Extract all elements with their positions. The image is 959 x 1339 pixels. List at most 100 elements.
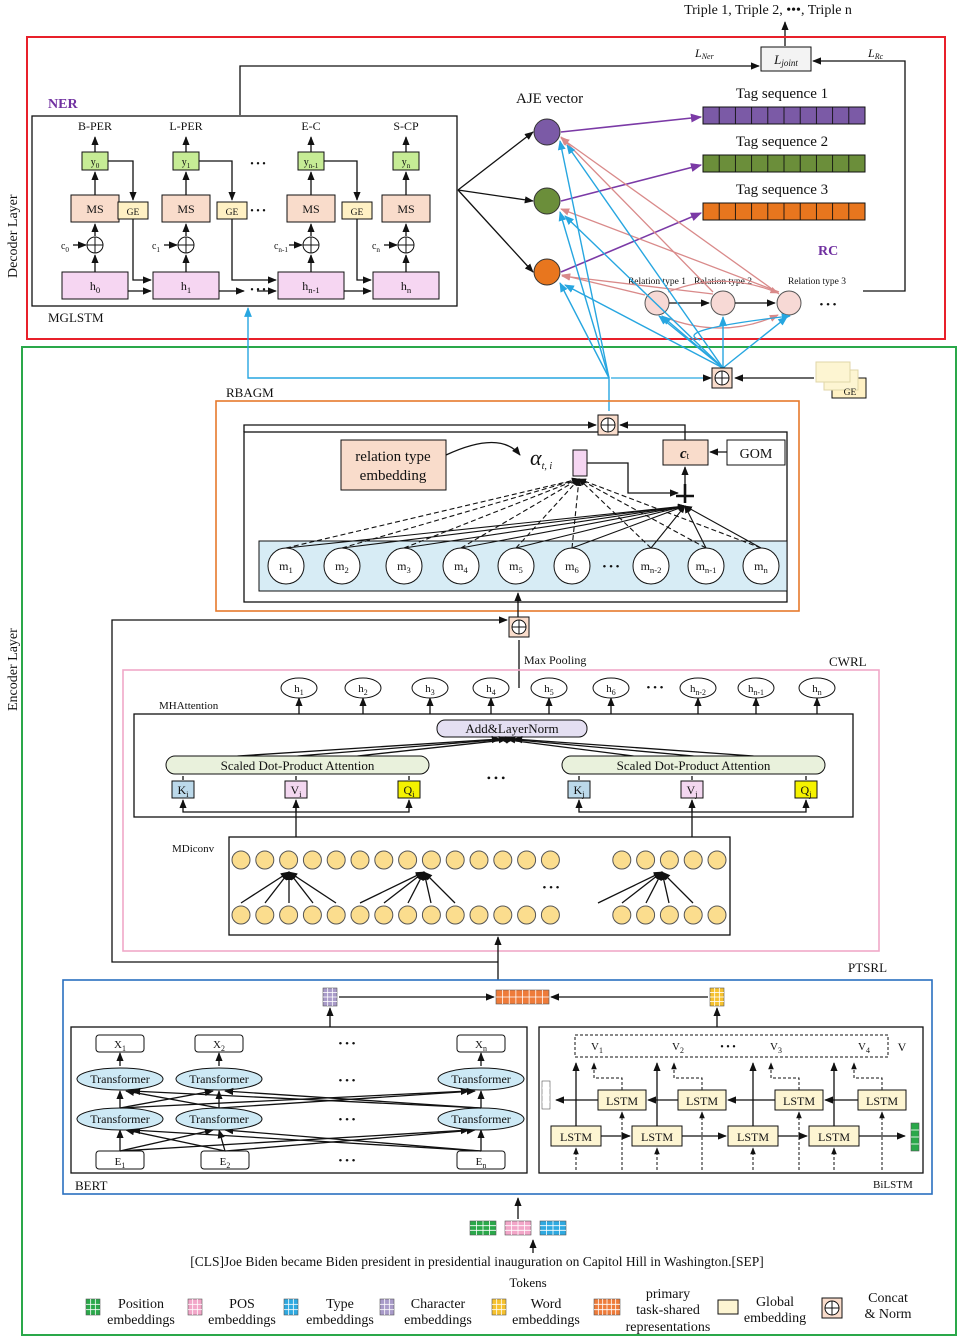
m-label-1-sub: 2 (345, 565, 349, 575)
h-label-1-sub: 1 (187, 285, 191, 295)
kvq-box-left-2 (397, 780, 421, 799)
v-label-3-sub: 4 (866, 1046, 870, 1055)
x-label-1: X2 (213, 1039, 225, 1053)
m-label-4: m5 (509, 559, 523, 575)
y-label-1: y1 (182, 157, 191, 170)
diconv-bottom-node-9 (445, 905, 465, 925)
c-label-0: c0 (61, 241, 69, 254)
legend-label-7-l1: Concat (868, 1291, 908, 1306)
c-label-1-sub: 1 (156, 246, 160, 254)
h-out-label-0-base: h (294, 683, 300, 695)
x-label-2-base: X (475, 1039, 483, 1051)
ge-label-2: GE (351, 208, 364, 218)
legend-icon-0-bg (85, 1298, 101, 1316)
max-pooling-label: Max Pooling (524, 653, 586, 667)
bert-ellipsis-t1: • • • (338, 1075, 355, 1087)
m-to-alpha-dashed-5 (571, 478, 582, 549)
legend-label-0-l2: embeddings (107, 1313, 175, 1328)
e-label-0-sub: 1 (121, 1161, 125, 1170)
y-label-3-sub: n (407, 162, 411, 170)
transformer-upper-label-0: Transformer (90, 1072, 150, 1086)
diconv-top-node-12 (517, 850, 537, 870)
x-label-1-sub: 2 (221, 1044, 225, 1053)
alpha-label: αt, i (530, 445, 552, 472)
h-out-label-4-base: h (544, 683, 550, 695)
x-box-1 (194, 1034, 244, 1053)
ms-label-2: MS (302, 202, 319, 216)
add-layernorm-label: Add&LayerNorm (465, 721, 558, 736)
diconv-bottom-node-2 (279, 905, 299, 925)
kvq-label-left-1-sub: i (299, 789, 302, 799)
diconv-top-node-7 (398, 850, 418, 870)
diconv-top-node-4 (326, 850, 346, 870)
kvq-label-right-2: Qj (800, 783, 811, 799)
y-label-2: yn-1 (304, 157, 319, 170)
h-out-label-7-base: h (748, 683, 754, 695)
e-to-transformer-0-2 (119, 1126, 470, 1152)
rbagm-label: RBAGM (226, 385, 274, 400)
relation-type-embedding-line1: relation type (355, 449, 431, 465)
diconv-bottom-node-18 (659, 905, 679, 925)
diconv-line-2-0 (597, 871, 663, 904)
ner-loss-label: LNer (694, 46, 715, 61)
h-out-node-2 (411, 677, 449, 699)
m-label-5: m6 (565, 559, 579, 575)
legend-label-0-l1: Position (118, 1297, 164, 1312)
x-label-0-sub: 1 (122, 1044, 126, 1053)
e-to-transformer-1-1 (217, 1129, 226, 1152)
v-label-1: V2 (672, 1041, 684, 1055)
ner-label: NER (48, 97, 78, 112)
h-out-label-5: h6 (606, 683, 616, 697)
h-box-3 (372, 271, 440, 300)
mdiconv-label: MDiconv (172, 843, 215, 855)
m-to-sum-solid-2 (403, 503, 686, 549)
c-label-0-base: c (61, 241, 66, 252)
diconv-top-node-9 (445, 850, 465, 870)
h-label-2: hn-1 (302, 279, 320, 295)
v-label-2-sub: 3 (778, 1046, 782, 1055)
h-out-label-5-sub: 6 (612, 688, 616, 697)
lstm-forward-label-0: LSTM (560, 1130, 592, 1144)
diconv-top-node-8 (421, 850, 441, 870)
legend-label-7-l2: & Norm (864, 1307, 911, 1322)
h-out-node-3 (472, 677, 510, 699)
legend-icon-3 (379, 1298, 395, 1316)
h-box-1 (152, 271, 220, 300)
diconv-bottom-node-12 (517, 905, 537, 925)
tag-output-2: E-C (301, 119, 320, 133)
rel-top-curve (667, 280, 779, 294)
transformer-upper-1 (175, 1067, 263, 1091)
char-embedding-icon (322, 987, 338, 1007)
gom-label: GOM (740, 447, 773, 462)
legend-icon-2 (283, 1298, 299, 1316)
ms-label-1: MS (177, 202, 194, 216)
c-label-3-base: c (372, 241, 377, 252)
legend-label-1-l2: embeddings (208, 1313, 276, 1328)
x-box-0 (95, 1034, 145, 1053)
aje-to-tag-arrow-1 (560, 163, 703, 202)
sdpa-to-addnorm-c-left (357, 736, 515, 757)
e-label-2-base: E (476, 1156, 483, 1168)
kvq-label-right-1-base: V (686, 783, 695, 797)
ge-label-0: GE (127, 208, 140, 218)
m-node-8 (742, 547, 780, 585)
h-out-label-3-sub: 4 (492, 688, 496, 697)
diconv-line-1-0 (359, 871, 425, 904)
m-node-2 (385, 547, 423, 585)
concat-to-rel3-curve (693, 313, 791, 341)
rc-loss-label: LRc (867, 46, 884, 61)
lstm-backward-label-3: LSTM (866, 1094, 898, 1108)
x-label-0-base: X (114, 1039, 122, 1051)
mhattention-label: MHAttention (159, 700, 219, 712)
diconv-top-node-1 (255, 850, 275, 870)
diconv-bottom-node-4 (326, 905, 346, 925)
diconv-bottom-node-5 (350, 905, 370, 925)
rel3-to-aje-purple (560, 137, 780, 295)
e-to-transformer-1-0 (125, 1128, 226, 1152)
legend-icon-1-bg (187, 1298, 203, 1316)
ms-box-3 (381, 194, 431, 223)
kvq-label-left-1-base: V (290, 783, 299, 797)
